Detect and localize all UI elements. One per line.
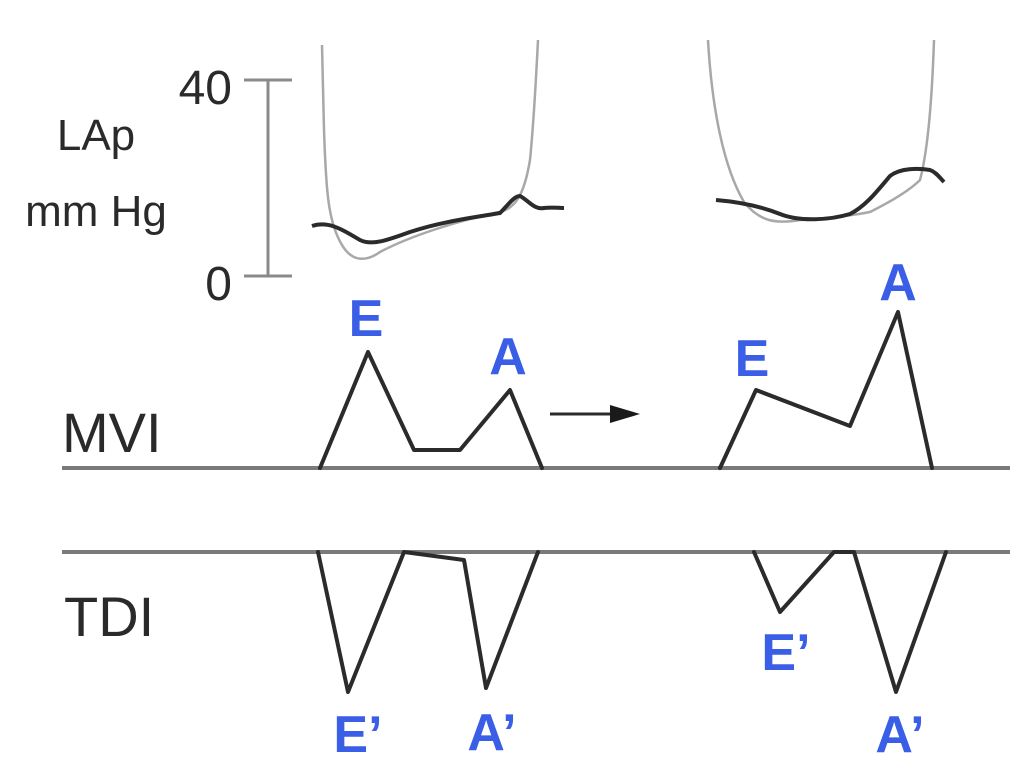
wave-labels: E A E A E’ A’ E’ A’ — [333, 254, 924, 762]
right-lv-pressure-curve — [706, 39, 936, 223]
label-right-a: A — [879, 254, 917, 312]
right-tdi-waveform — [752, 550, 948, 694]
label-right-e: E — [735, 330, 770, 388]
axis-label-units: mm Hg — [25, 187, 167, 236]
transition-arrow-icon — [550, 405, 640, 423]
label-left-e-prime: E’ — [333, 706, 382, 762]
tick-label-0: 0 — [205, 258, 232, 311]
axis-label-lap: LAp — [57, 111, 135, 160]
left-pressure-curves — [311, 39, 565, 260]
right-mvi-waveform — [718, 310, 934, 470]
label-left-e: E — [349, 290, 384, 348]
left-mvi-waveform — [318, 350, 544, 470]
right-la-pressure-curve — [715, 166, 946, 222]
row-label-tdi: TDI — [64, 585, 154, 648]
left-tdi-waveform — [316, 550, 540, 694]
label-left-a-prime: A’ — [467, 704, 516, 762]
pressure-axis — [244, 78, 292, 278]
left-la-pressure-curve — [311, 193, 565, 245]
label-right-a-prime: A’ — [875, 706, 924, 762]
tick-label-40: 40 — [179, 62, 232, 115]
label-right-e-prime: E’ — [761, 624, 810, 682]
right-pressure-curves — [706, 39, 946, 223]
row-label-mvi: MVI — [62, 401, 162, 464]
label-left-a: A — [489, 328, 527, 386]
